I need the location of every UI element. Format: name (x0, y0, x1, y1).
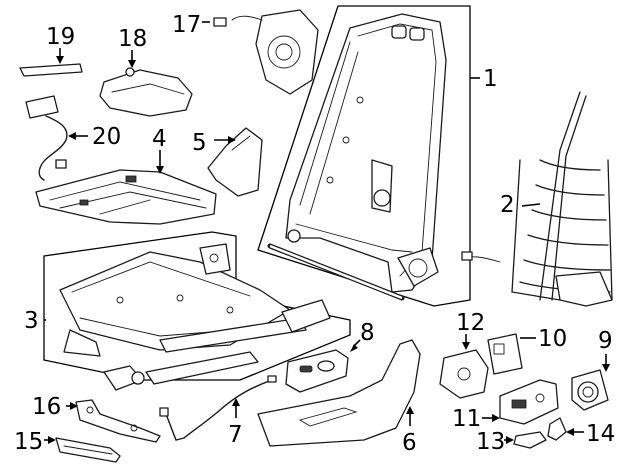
motor-module (499, 379, 559, 425)
callout-12: 12 (456, 310, 485, 336)
arrow-18 (128, 60, 136, 68)
seat-back-frame-group-outline (257, 5, 471, 307)
arrow-6 (406, 406, 414, 414)
leader-2 (521, 203, 541, 207)
side-shield (207, 127, 263, 197)
arrow-5 (228, 136, 236, 144)
callout-15: 15 (14, 429, 43, 455)
callout-14: 14 (586, 421, 615, 447)
callout-1: 1 (483, 66, 498, 92)
callout-16: 16 (32, 394, 61, 420)
callout-11: 11 (452, 406, 481, 432)
callout-10: 10 (538, 326, 567, 352)
side-trim-strip (55, 437, 121, 463)
callout-17: 17 (172, 12, 201, 38)
trim-cap (547, 417, 567, 441)
adjuster-switch (285, 349, 349, 393)
callout-6: 6 (402, 430, 417, 456)
seat-cushion-frame-group-outline (43, 231, 351, 381)
callout-13: 13 (476, 429, 505, 455)
callout-9: 9 (598, 328, 613, 354)
track-rail (75, 399, 161, 443)
callout-7: 7 (228, 422, 243, 448)
callout-19: 19 (46, 24, 75, 50)
callout-2: 2 (500, 192, 515, 218)
arrow-11 (492, 414, 500, 422)
arrow-20 (68, 132, 76, 140)
arrow-7 (232, 398, 240, 406)
wiring-pigtail (25, 95, 68, 181)
arrow-19 (56, 56, 64, 64)
arrow-9 (602, 364, 610, 372)
cushion-suspension (35, 169, 217, 225)
arrow-15 (48, 436, 56, 444)
airbag-module-harness (213, 9, 319, 95)
arrow-8 (350, 344, 358, 352)
callout-5: 5 (192, 130, 207, 156)
arrow-4 (156, 166, 164, 174)
callout-18: 18 (118, 26, 147, 52)
arrow-14 (566, 428, 574, 436)
wiring-harness (159, 375, 277, 441)
back-suspension-wire (461, 91, 613, 307)
speaker-module (571, 369, 609, 411)
label-plate (19, 63, 83, 77)
arrow-12 (462, 342, 470, 350)
callout-8: 8 (360, 320, 375, 346)
callout-20: 20 (92, 124, 121, 150)
arrow-16 (70, 402, 78, 410)
callout-4: 4 (152, 126, 167, 152)
cover-cap (513, 431, 547, 449)
control-module (487, 333, 523, 375)
recliner-mechanism (99, 67, 193, 117)
outer-trim-panel (257, 339, 421, 447)
seat-back-frame (267, 13, 447, 301)
bracket-assembly (439, 349, 489, 399)
callout-3: 3 (24, 308, 39, 334)
arrow-13 (506, 436, 514, 444)
seat-cushion-frame (59, 243, 331, 391)
